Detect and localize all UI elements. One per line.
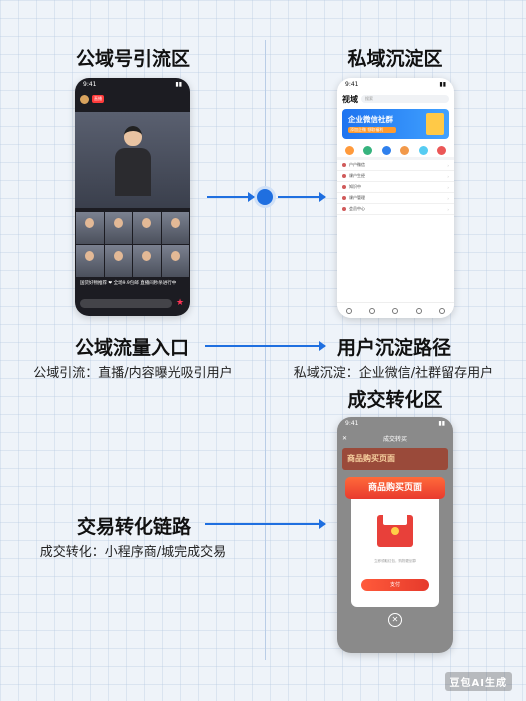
- list-item[interactable]: 知识中›: [337, 182, 454, 193]
- public-zone-title: 公域号引流区: [76, 48, 191, 70]
- modal-note: 立即领取红包，购物更划算: [374, 559, 416, 563]
- live-stage: [75, 112, 190, 208]
- shortcut-icon[interactable]: [363, 146, 373, 155]
- menu-list: 户户微信› 课户生经› 知识中› 课户管理› 会员中心›: [337, 157, 454, 215]
- shortcut-icon[interactable]: [381, 146, 391, 155]
- guest-grid: [75, 212, 190, 277]
- comment-input[interactable]: [80, 298, 172, 308]
- center-divider: [265, 40, 266, 660]
- live-caption: 国货好物推荐 ❤ 全场9.9包邮 直播间秒杀进行中: [80, 281, 177, 286]
- watermark: 豆包AI生成: [444, 672, 512, 691]
- app-title: 视域: [342, 94, 358, 104]
- public-live-phone: 9:41▮▮ 直播 国货好物推荐 ❤ 全场9.9包邮 直播间秒杀进行中 ★: [75, 78, 190, 316]
- tab-bar: [337, 302, 454, 318]
- shortcut-icon[interactable]: [344, 146, 354, 155]
- profile-tab-icon[interactable]: [439, 307, 446, 314]
- close-icon[interactable]: ✕: [342, 434, 348, 442]
- shortcut-icon[interactable]: [400, 146, 410, 155]
- arrow-to-hub: [207, 192, 255, 202]
- public-entry-sub: 公域引流：直播/内容曝光吸引用户: [33, 366, 233, 381]
- page-header: 成交转买: [382, 435, 407, 443]
- list-item[interactable]: 会员中心›: [337, 204, 454, 215]
- arrow-transaction: [205, 519, 326, 529]
- user-path-sub: 私域沉淀：企业微信/社群留存用户: [293, 366, 494, 381]
- home-tab-icon[interactable]: [345, 307, 352, 314]
- heart-icon[interactable]: ★: [176, 297, 185, 308]
- modal-close-button[interactable]: ✕: [388, 613, 402, 627]
- tab-icon[interactable]: [369, 307, 376, 314]
- transaction-title: 交易转化链路: [76, 516, 191, 538]
- host-figure: [115, 126, 151, 200]
- status-time: 9:41: [345, 420, 359, 427]
- pay-button[interactable]: 支付: [361, 579, 429, 591]
- private-zone-title: 私域沉淀区: [347, 48, 443, 70]
- background-banner: 商品购买页面: [342, 448, 448, 470]
- live-badge: 直播: [92, 95, 104, 103]
- conversion-phone: 9:41▮▮ ✕ 成交转买 商品购买页面 商品购买页面 立即领取红包，购物更划算…: [337, 417, 453, 653]
- banner-sub: 添加企微 领取福利: [348, 127, 396, 133]
- list-item[interactable]: 课户生经›: [337, 171, 454, 182]
- user-path-title: 用户沉淀路径: [336, 337, 451, 359]
- red-envelope-icon: [377, 507, 413, 547]
- avatar: [80, 94, 89, 104]
- public-entry-title: 公域流量入口: [74, 337, 189, 359]
- shortcut-icon[interactable]: [418, 146, 428, 155]
- shortcut-icons: [337, 142, 454, 157]
- arrow-user-path: [205, 341, 326, 351]
- private-phone: 9:41▮▮ 视域 搜索 企业微信社群 添加企微 领取福利 户户微信› 课户生经…: [337, 78, 454, 318]
- transaction-sub: 成交转化：小程序商/城完成交易: [39, 545, 227, 560]
- search-input[interactable]: 搜索: [361, 95, 449, 103]
- modal-title: 商品购买页面: [345, 477, 445, 499]
- wecom-banner[interactable]: 企业微信社群 添加企微 领取福利: [342, 109, 449, 139]
- banner-title: 企业微信社群: [348, 115, 393, 124]
- shortcut-icon[interactable]: [437, 146, 447, 155]
- hub-node: [257, 189, 273, 205]
- arrow-to-private: [278, 192, 326, 202]
- purchase-modal: 商品购买页面 立即领取红包，购物更划算 支付: [345, 477, 445, 607]
- gift-icon: [426, 113, 444, 135]
- status-time: 9:41: [345, 81, 359, 88]
- live-header: 直播: [75, 92, 190, 106]
- tab-icon[interactable]: [392, 307, 399, 314]
- list-item[interactable]: 课户管理›: [337, 193, 454, 204]
- tab-icon[interactable]: [415, 307, 422, 314]
- list-item[interactable]: 户户微信›: [337, 160, 454, 171]
- conversion-zone-title: 成交转化区: [347, 389, 443, 411]
- status-time: 9:41: [83, 81, 97, 88]
